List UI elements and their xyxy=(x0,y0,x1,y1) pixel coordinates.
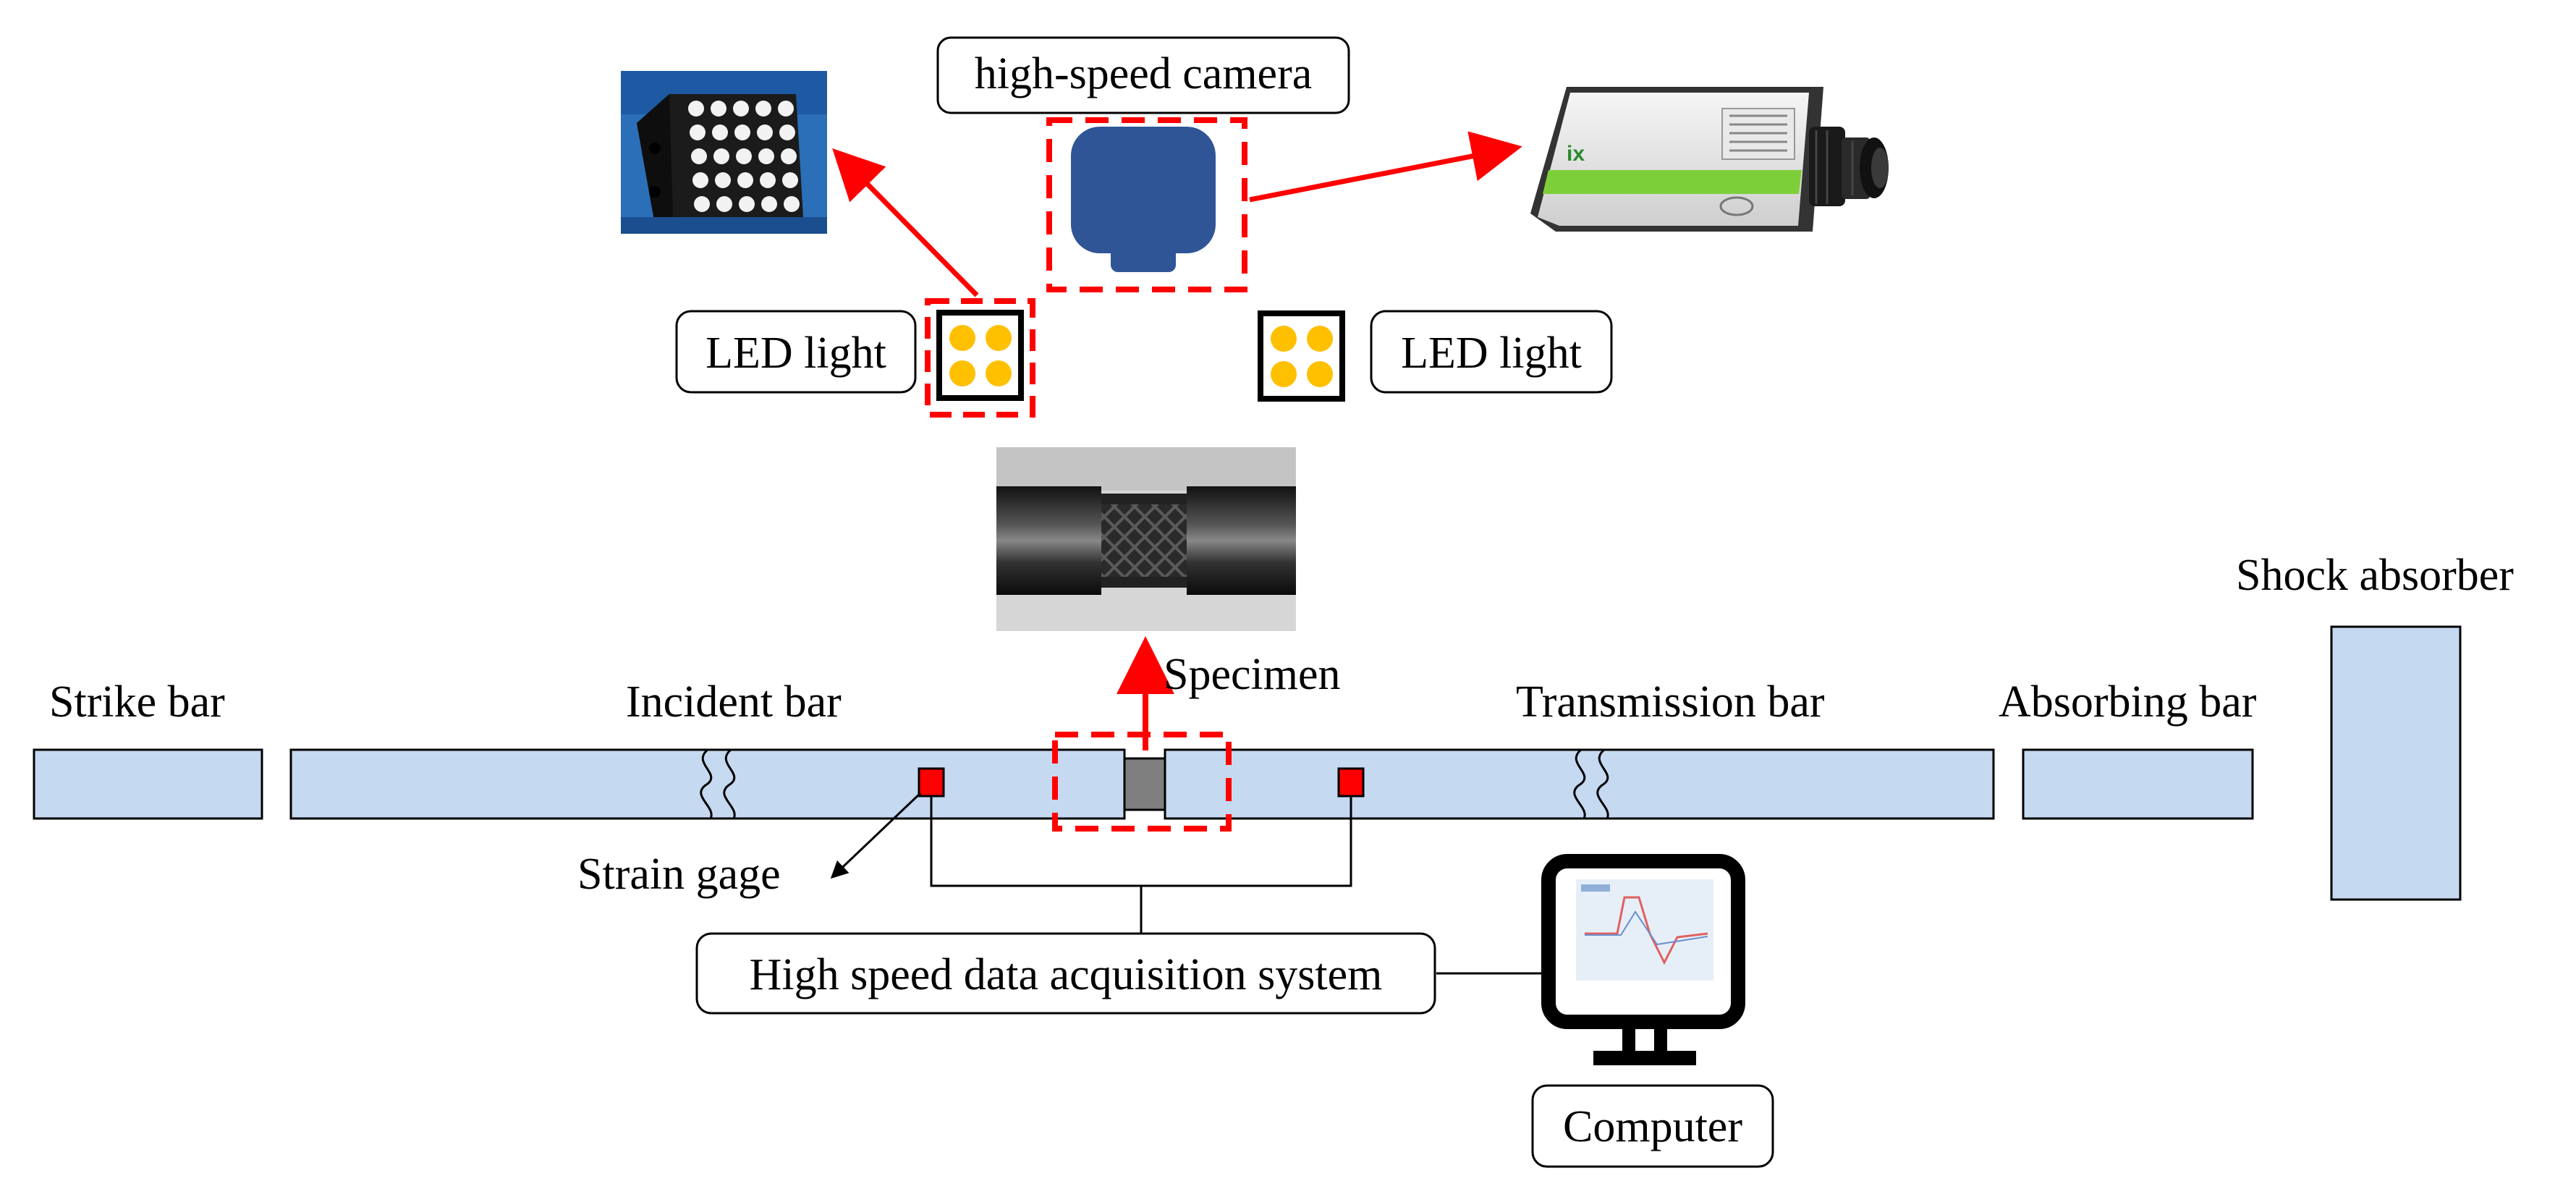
led-panel-dot xyxy=(711,101,726,117)
strain-gage-pointer xyxy=(830,792,922,879)
shock-absorber-label: Shock absorber xyxy=(2236,551,2514,600)
specimen-label: Specimen xyxy=(1164,650,1341,699)
led-panel-photo xyxy=(621,71,827,234)
led-left-label-text: LED light xyxy=(706,329,886,378)
computer-label-text: Computer xyxy=(1563,1102,1742,1151)
computer-monitor-icon xyxy=(1541,854,1745,1065)
absorbing-bar-label: Absorbing bar xyxy=(1999,677,2257,727)
led-panel-dot xyxy=(734,124,750,140)
strike-bar xyxy=(33,748,263,820)
strike-bar-label: Strike bar xyxy=(49,677,225,727)
led-panel-dot xyxy=(713,148,729,164)
led-panel-dot xyxy=(733,101,749,117)
led-right-label: LED light xyxy=(1370,310,1613,394)
led-right-label-text: LED light xyxy=(1401,329,1582,378)
led-panel-dot xyxy=(779,124,795,140)
computer-label: Computer xyxy=(1531,1084,1774,1168)
camera-label-text: high-speed camera xyxy=(975,49,1312,98)
gage-wiring xyxy=(930,796,1545,975)
led-panel-dot xyxy=(760,172,776,188)
strain-gage-label: Strain gage xyxy=(577,850,781,899)
specimen-highlight xyxy=(1052,732,1232,832)
camera-icon xyxy=(1046,117,1247,292)
daq-label: High speed data acquisition system xyxy=(695,932,1436,1015)
strain-gage-incident xyxy=(918,767,945,798)
led-panel-dot xyxy=(736,148,752,164)
led-panel-dot xyxy=(755,101,771,117)
led-panel-dot xyxy=(758,148,774,164)
transmission-bar-label: Transmission bar xyxy=(1516,677,1825,727)
led-panel-dot xyxy=(694,196,710,212)
absorbing-bar xyxy=(2022,748,2254,820)
daq-label-text: High speed data acquisition system xyxy=(750,950,1383,999)
led-icon-right xyxy=(1258,310,1345,402)
led-to-photo-arrow xyxy=(832,148,979,297)
specimen-photo xyxy=(996,447,1296,631)
strain-gage-transmission xyxy=(1337,767,1365,798)
led-panel-dot xyxy=(781,148,797,164)
led-panel-dot xyxy=(757,124,773,140)
camera-label: high-speed camera xyxy=(936,36,1350,114)
specimen xyxy=(1123,757,1166,811)
led-panel-dot xyxy=(688,101,704,117)
transmission-bar-break-mark xyxy=(1573,748,1609,819)
led-panel-dot xyxy=(784,196,800,212)
led-panel-dot xyxy=(761,196,777,212)
led-panel-dot xyxy=(692,172,708,188)
led-panel-dot xyxy=(715,172,731,188)
led-panel-dot xyxy=(782,172,798,188)
led-panel-dot xyxy=(778,101,794,117)
led-panel-dot xyxy=(739,196,755,212)
led-panel-dot xyxy=(712,124,728,140)
incident-bar-break-mark xyxy=(700,748,736,819)
led-panel-dot xyxy=(716,196,732,212)
led-icon xyxy=(925,298,1035,418)
led-panel-dot xyxy=(691,148,707,164)
led-panel-dot xyxy=(737,172,753,188)
high-speed-camera-photo: ix xyxy=(1525,62,1905,241)
shock-absorber xyxy=(2330,625,2462,901)
camera-to-photo-arrow xyxy=(1249,131,1522,203)
led-panel-dot xyxy=(690,124,706,140)
led-left-label: LED light xyxy=(675,310,917,394)
camera-brand-mark: ix xyxy=(1567,142,1585,166)
incident-bar-label: Incident bar xyxy=(626,677,842,727)
